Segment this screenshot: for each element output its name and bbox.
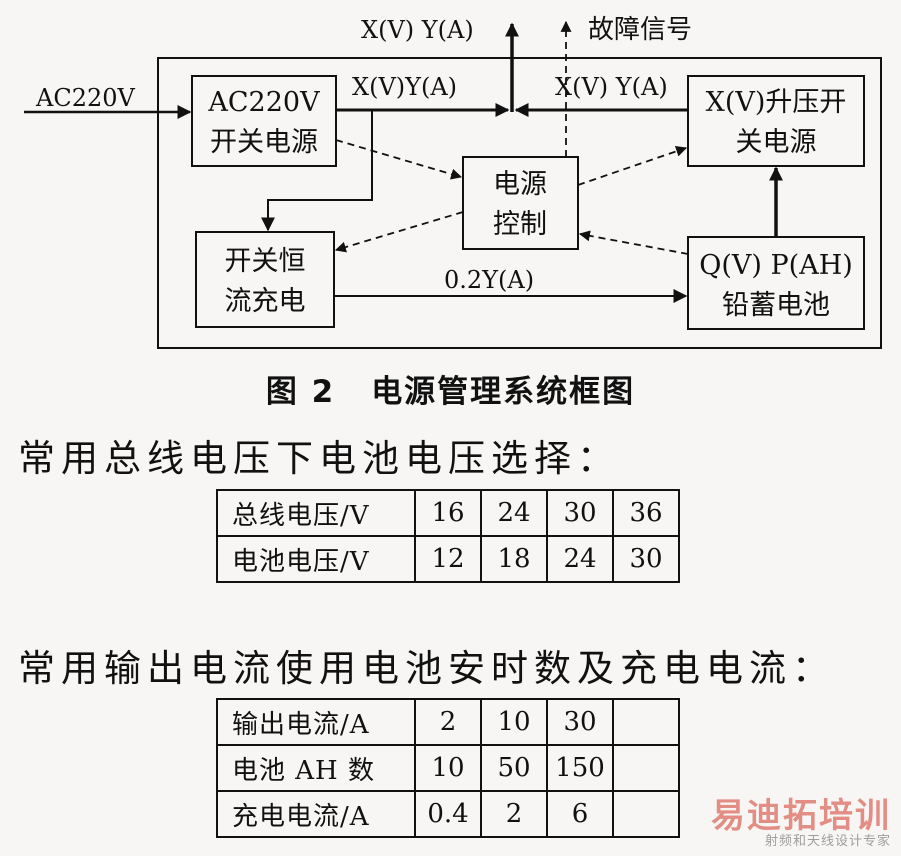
right-bus-label: X(V) Y(A) [555,73,668,101]
table-cell [612,790,680,838]
table-cell: 12 [414,535,482,583]
charger-block [195,231,335,328]
table-cell: 24 [546,535,614,583]
table-cell: 18 [480,535,548,583]
boost-label-1: X(V)升压开 [706,87,847,118]
table-cell: 6 [546,790,614,838]
figure-caption: 图 2 电源管理系统框图 [0,366,901,411]
control-label-1: 电源 [493,169,547,200]
table-cell [612,698,680,746]
battery-ah-table: 输出电流/A 2 10 30 电池 AH 数 10 50 150 充电电流/A … [216,698,680,838]
smps-to-control-arrow [335,139,463,180]
row-label: 总线电压/V [216,489,416,537]
watermark-title: 易迪拓培训 [711,796,891,836]
table-row: 电池电压/V 12 18 24 30 [216,535,680,583]
section2-heading: 常用输出电流使用电池安时数及充电电流： [18,647,835,690]
bus-voltage-table: 总线电压/V 16 24 30 36 电池电压/V 12 18 24 30 [216,489,680,583]
table-cell: 16 [414,489,482,537]
battery-label-2: 铅蓄电池 [722,290,830,321]
watermark-subtitle: 射频和天线设计专家 [764,834,891,849]
table-row: 电池 AH 数 10 50 150 [216,744,680,792]
charge-current-label: 0.2Y(A) [444,266,534,294]
table-row: 输出电流/A 2 10 30 [216,698,680,746]
section1-heading: 常用总线电压下电池电压选择： [18,437,620,480]
top-output-label: X(V) Y(A) [361,16,474,44]
table-cell: 10 [480,698,548,746]
table-cell: 10 [414,744,482,792]
battery-label-1: Q(V) P(AH) [699,250,853,281]
smps-label-2: 开关电源 [210,127,318,158]
fault-signal-label: 故障信号 [588,15,692,45]
table-cell: 30 [546,698,614,746]
smps-to-charger-line [261,110,373,232]
row-label: 输出电流/A [216,698,416,746]
input-label: AC220V [35,84,136,112]
smps-block [191,75,337,167]
left-bus-label: X(V)Y(A) [352,73,457,101]
table-row: 总线电压/V 16 24 30 36 [216,489,680,537]
row-label: 电池电压/V [216,535,416,583]
control-to-boost-arrow [577,146,688,186]
boost-label-2: 关电源 [736,127,817,158]
table-row: 充电电流/A 0.4 2 6 [216,790,680,838]
battery-to-control-arrow [578,230,689,255]
boost-block [687,75,865,167]
figure-number: 图 2 [265,374,336,410]
table-cell: 24 [480,489,548,537]
charger-label-1: 开关恒 [225,246,306,277]
row-label: 电池 AH 数 [216,744,416,792]
control-label-2: 控制 [493,209,547,240]
charger-label-2: 流充电 [225,286,306,317]
table-cell: 0.4 [414,790,482,838]
figure-title: 电源管理系统框图 [371,374,636,410]
table-cell: 2 [414,698,482,746]
table-cell [612,744,680,792]
system-frame [157,57,882,349]
power-management-block-diagram: AC220V 开关电源 X(V)升压开 关电源 电源 控制 开关恒 流充电 Q(… [24,15,882,349]
control-block [462,156,579,250]
table-cell: 36 [612,489,680,537]
table-cell: 2 [480,790,548,838]
table-cell: 30 [546,489,614,537]
smps-label-1: AC220V [207,87,320,118]
control-to-charger-arrow [334,211,464,253]
table-cell: 30 [612,535,680,583]
row-label: 充电电流/A [216,790,416,838]
watermark: 易迪拓培训 射频和天线设计专家 [711,798,891,850]
table-cell: 150 [546,744,614,792]
table-cell: 50 [480,744,548,792]
